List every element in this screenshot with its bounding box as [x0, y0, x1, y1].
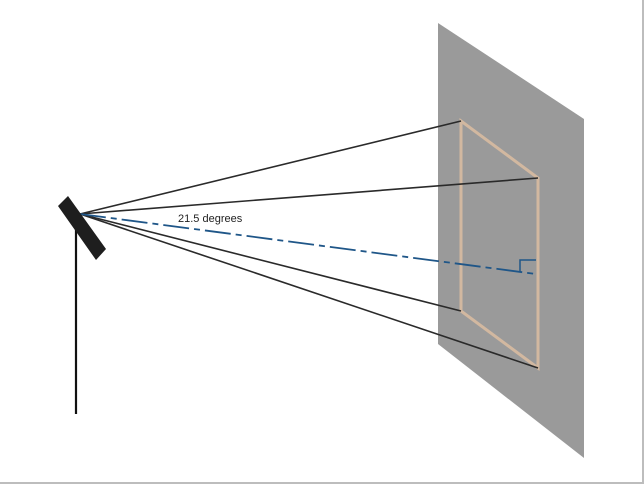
ray-top-right — [79, 177, 539, 215]
ray-bottom-right — [79, 213, 539, 369]
angle-label: 21.5 degrees — [178, 213, 243, 225]
ray-top-left — [79, 120, 462, 215]
center-axis-line — [79, 213, 537, 275]
ray-bottom-left — [79, 213, 462, 312]
projector-body — [58, 196, 106, 260]
right-angle-icon — [519, 259, 536, 272]
